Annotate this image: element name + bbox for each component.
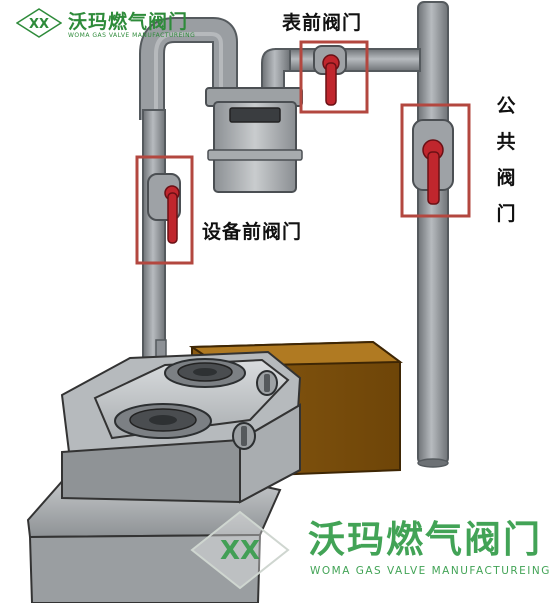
- bottom-brand-subtitle: WOMA GAS VALVE MANUFACTUREING: [310, 565, 551, 577]
- meter-outlet-pipe: [139, 17, 238, 120]
- gas-stove: [60, 350, 302, 504]
- public-riser-pipe: [417, 1, 449, 468]
- public-valve-handle: [427, 151, 440, 205]
- meter-valve-label: 表前阀门: [282, 12, 363, 34]
- device-valve-handle: [167, 192, 178, 244]
- public-valve-label: 公 共 阀 门: [495, 88, 517, 232]
- device-valve-highlight: [135, 155, 194, 265]
- stove-knob-front: [232, 422, 256, 450]
- device-valve-label: 设备前阀门: [202, 221, 303, 243]
- public-valve-label-char: 共: [496, 131, 516, 153]
- top-brand-logo: XX 沃玛燃气阀门 WOMA GAS VALVE MANUFACTUREING: [16, 6, 216, 42]
- top-brand-subtitle: WOMA GAS VALVE MANUFACTUREING: [68, 32, 196, 39]
- riser-branch-pipe: [339, 48, 421, 72]
- meter-display: [229, 107, 281, 123]
- public-valve-highlight: [400, 103, 471, 218]
- front-burner: [114, 403, 212, 439]
- public-valve: [412, 119, 454, 205]
- public-valve-label-char: 公: [496, 95, 516, 117]
- meter-valve-handle: [325, 62, 337, 106]
- meter-valve: [313, 45, 347, 106]
- meter-valve-highlight: [299, 40, 369, 114]
- stove-knob-back: [256, 370, 278, 396]
- bottom-brand-name: 沃玛燃气阀门: [308, 518, 542, 561]
- bottom-brand-watermark: XX 沃玛燃气阀门 WOMA GAS VALVE MANUFACTUREING: [190, 505, 550, 597]
- svg-text:XX: XX: [220, 536, 260, 566]
- gas-meter: [205, 87, 303, 193]
- back-burner: [164, 358, 246, 388]
- svg-text:XX: XX: [29, 17, 49, 32]
- device-down-pipe: [142, 109, 167, 369]
- device-valve: [147, 173, 181, 244]
- top-brand-name: 沃玛燃气阀门: [68, 11, 189, 33]
- brand-mark-icon: XX: [16, 8, 62, 38]
- public-valve-label-char: 门: [496, 203, 516, 225]
- public-valve-label-char: 阀: [496, 167, 516, 189]
- brand-mark-icon: XX: [190, 510, 290, 590]
